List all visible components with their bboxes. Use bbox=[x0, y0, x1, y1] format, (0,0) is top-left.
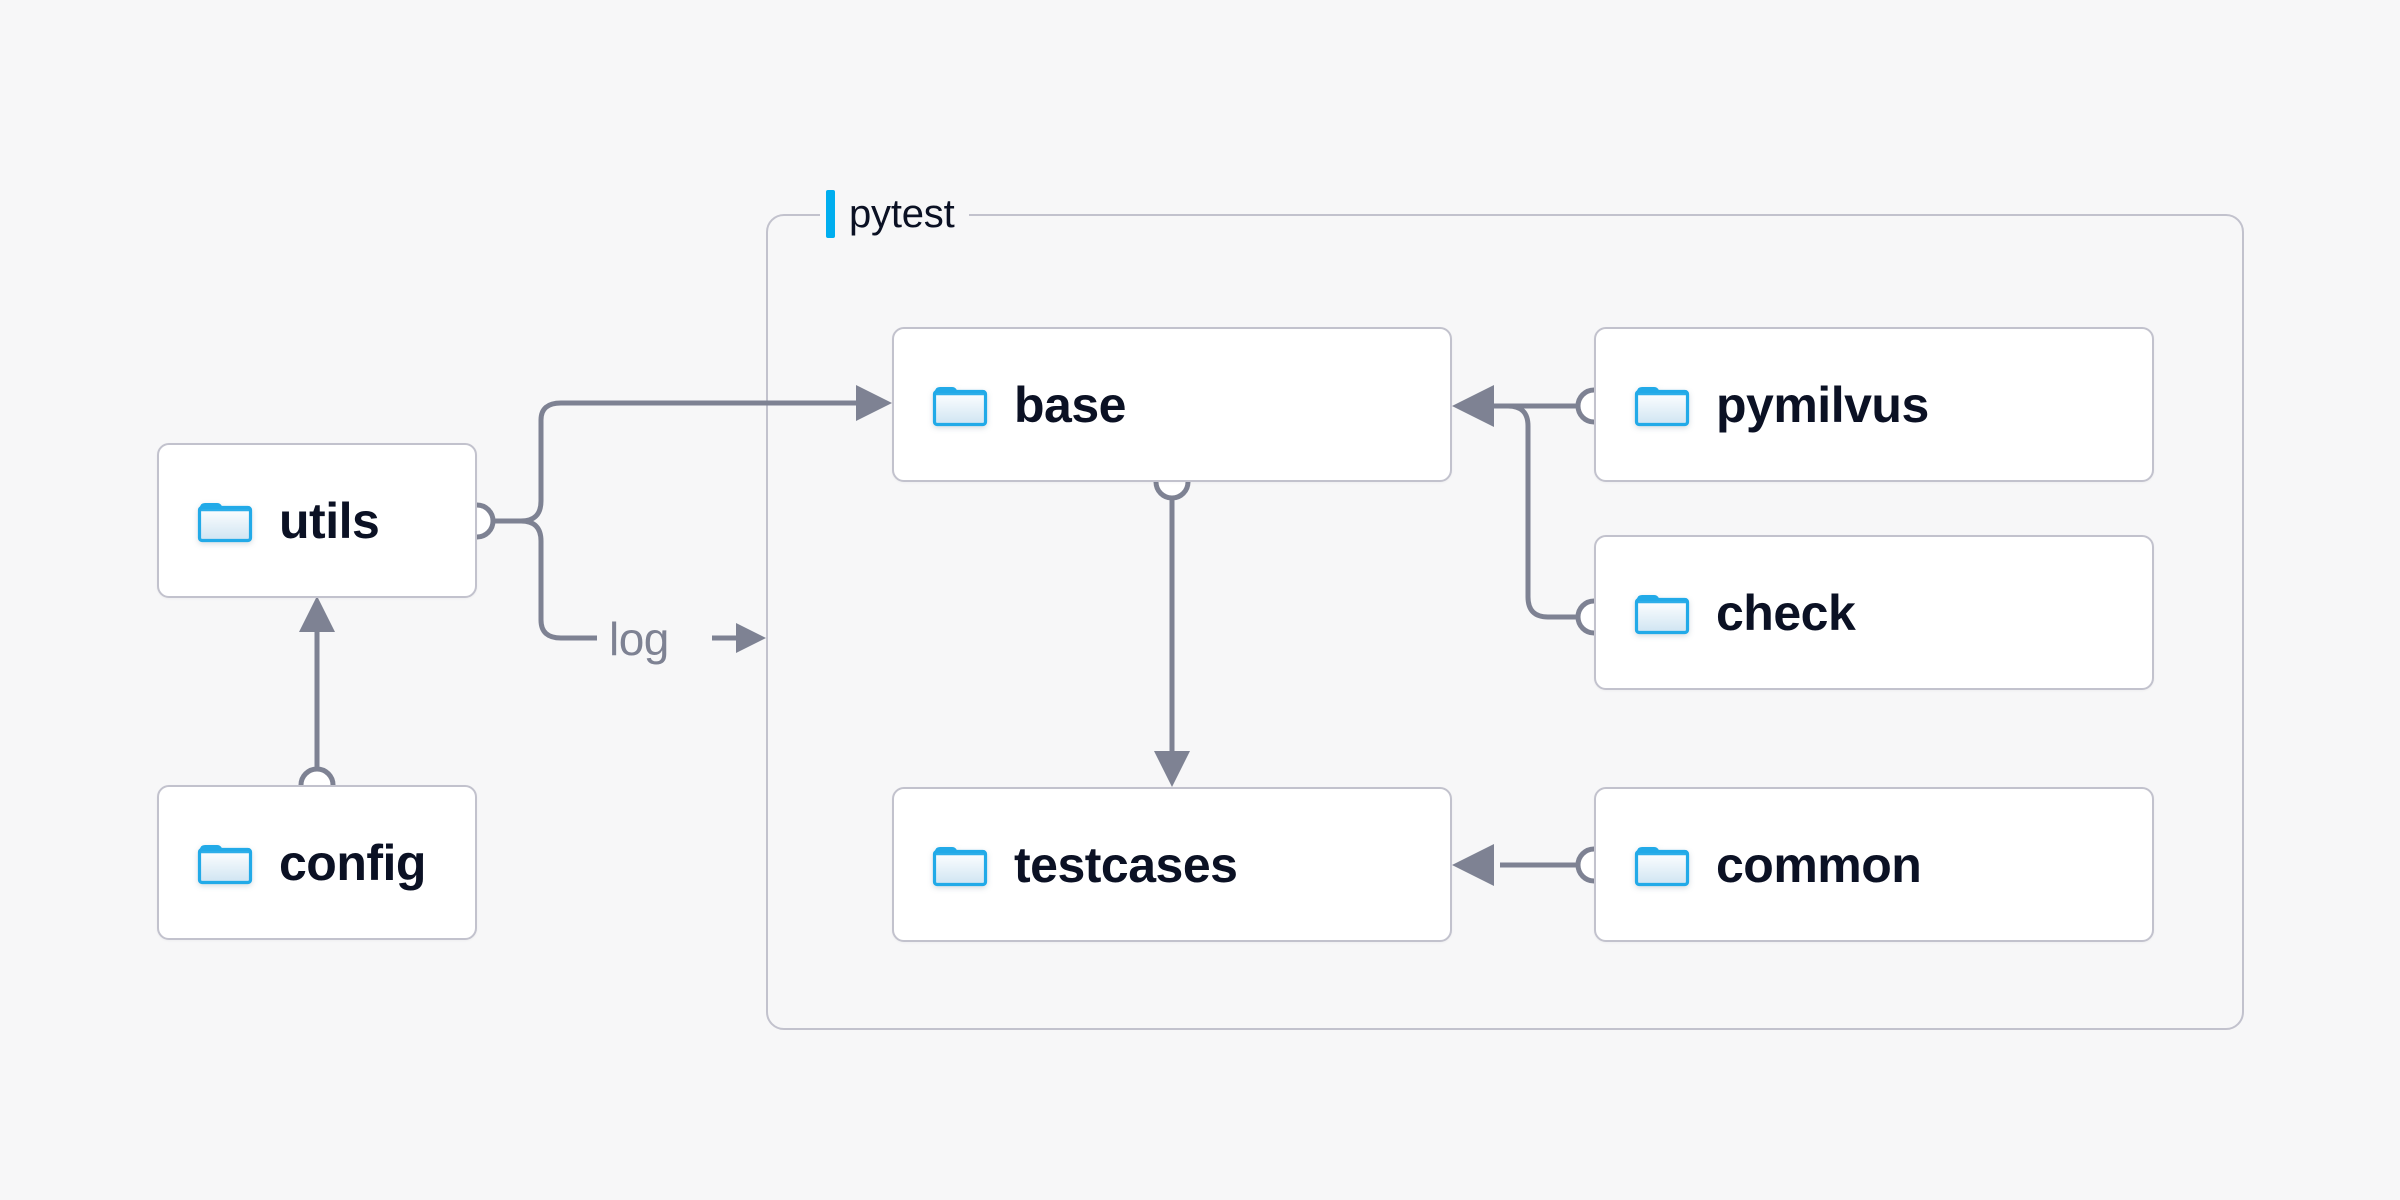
node-content-config: config bbox=[159, 834, 426, 892]
node-pymilvus[interactable]: pymilvus bbox=[1594, 327, 2154, 482]
node-content-base: base bbox=[894, 376, 1126, 434]
node-label-utils: utils bbox=[279, 492, 380, 549]
node-content-testcases: testcases bbox=[894, 836, 1238, 894]
node-label-config: config bbox=[279, 834, 426, 891]
folder-icon bbox=[197, 844, 253, 884]
folder-icon bbox=[932, 386, 988, 426]
pytest-group-label-text: pytest bbox=[849, 192, 955, 236]
arrow-up-icon bbox=[299, 596, 335, 632]
node-content-pymilvus: pymilvus bbox=[1596, 376, 1929, 434]
node-check[interactable]: check bbox=[1594, 535, 2154, 690]
node-base[interactable]: base bbox=[892, 327, 1452, 482]
node-content-common: common bbox=[1596, 836, 1922, 894]
folder-icon bbox=[932, 846, 988, 886]
node-label-check: check bbox=[1716, 584, 1856, 641]
node-testcases[interactable]: testcases bbox=[892, 787, 1452, 942]
folder-icon bbox=[1634, 386, 1690, 426]
node-content-utils: utils bbox=[159, 492, 380, 550]
node-config[interactable]: config bbox=[157, 785, 477, 940]
folder-icon bbox=[197, 502, 253, 542]
node-common[interactable]: common bbox=[1594, 787, 2154, 942]
folder-icon bbox=[1634, 846, 1690, 886]
node-label-common: common bbox=[1716, 836, 1922, 893]
edge-config-to-utils bbox=[299, 596, 335, 785]
edge-utils-to-pytest-log: log bbox=[493, 518, 766, 665]
node-label-testcases: testcases bbox=[1014, 836, 1238, 893]
edge-label-log: log bbox=[609, 613, 669, 665]
pytest-group-container bbox=[766, 214, 2244, 1030]
node-label-pymilvus: pymilvus bbox=[1716, 376, 1929, 433]
node-content-check: check bbox=[1596, 584, 1856, 642]
pytest-group-label: pytest bbox=[820, 190, 969, 238]
arrow-right-icon bbox=[736, 623, 766, 653]
folder-icon bbox=[1634, 594, 1690, 634]
node-label-base: base bbox=[1014, 376, 1126, 433]
accent-bar-icon bbox=[826, 190, 835, 238]
node-utils[interactable]: utils bbox=[157, 443, 477, 598]
